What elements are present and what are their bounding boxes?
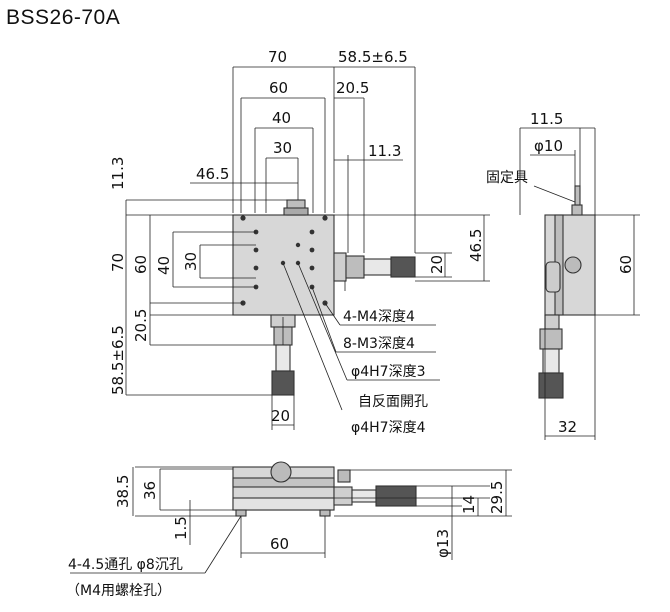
label-h7-depth4: φ4H7深度4 bbox=[351, 420, 426, 436]
label-h7-depth3: φ4H7深度3 bbox=[351, 364, 425, 380]
micrometer-thimble-right bbox=[390, 256, 416, 278]
dim-bottom-20: 20 bbox=[271, 407, 290, 425]
dim-top-60: 60 bbox=[269, 79, 288, 97]
label-through-hole: 4-4.5通孔 φ8沉孔 bbox=[68, 557, 183, 573]
label-m3-tapped: 8-M3深度4 bbox=[343, 336, 415, 352]
dim-side-32: 32 bbox=[558, 418, 577, 436]
dim-side-60: 60 bbox=[617, 255, 635, 274]
dim-left-20-5: 20.5 bbox=[132, 309, 150, 342]
dim-right-20: 20 bbox=[428, 255, 446, 274]
front-micrometer-thimble bbox=[375, 485, 417, 507]
label-fixture: 固定具 bbox=[486, 170, 528, 186]
drawing-title: BSS26-70A bbox=[6, 6, 121, 29]
dim-front-phi13: φ13 bbox=[434, 529, 452, 558]
dim-top-70: 70 bbox=[268, 48, 287, 66]
dim-left-40: 40 bbox=[155, 256, 173, 275]
dim-front-60: 60 bbox=[270, 535, 289, 553]
dim-top-11-3: 11.3 bbox=[368, 142, 401, 160]
micrometer-thimble-bottom bbox=[271, 370, 295, 396]
dim-front-29-5: 29.5 bbox=[488, 481, 506, 514]
dim-side-11-5: 11.5 bbox=[530, 110, 563, 128]
dim-left-58-5: 58.5±6.5 bbox=[109, 325, 127, 395]
label-m4-tapped: 4-M4深度4 bbox=[343, 309, 415, 325]
dim-front-14: 14 bbox=[460, 495, 478, 514]
dim-left-70: 70 bbox=[109, 253, 127, 272]
front-view: 38.5 36 1.5 60 φ13 14 29.5 4-4.5通孔 φ8沉孔 … bbox=[66, 461, 512, 599]
dim-left-11-3: 11.3 bbox=[109, 157, 127, 190]
dim-left-46-5: 46.5 bbox=[196, 165, 229, 183]
dim-side-phi10: φ10 bbox=[534, 137, 563, 155]
dim-front-36: 36 bbox=[141, 481, 159, 500]
dim-left-30: 30 bbox=[182, 252, 200, 271]
dim-top-30: 30 bbox=[273, 139, 292, 157]
label-back-hole: 自反面開孔 bbox=[358, 394, 428, 410]
dim-left-60: 60 bbox=[132, 255, 150, 274]
dim-top-58-5: 58.5±6.5 bbox=[338, 48, 408, 66]
dim-right-46-5: 46.5 bbox=[467, 229, 485, 262]
dim-top-20-5: 20.5 bbox=[336, 79, 369, 97]
dim-top-40: 40 bbox=[272, 109, 291, 127]
label-bolt-hole: （M4用螺栓孔） bbox=[66, 583, 171, 599]
side-view: 11.5 φ10 固定具 60 32 bbox=[486, 110, 640, 440]
dim-front-1-5: 1.5 bbox=[172, 516, 190, 540]
side-micrometer-thimble bbox=[538, 372, 564, 399]
front-fixing-knob bbox=[270, 461, 292, 483]
dim-front-38-5: 38.5 bbox=[114, 475, 132, 508]
top-view: 70 58.5±6.5 60 20.5 40 30 11.3 46.5 11.3… bbox=[109, 48, 490, 436]
